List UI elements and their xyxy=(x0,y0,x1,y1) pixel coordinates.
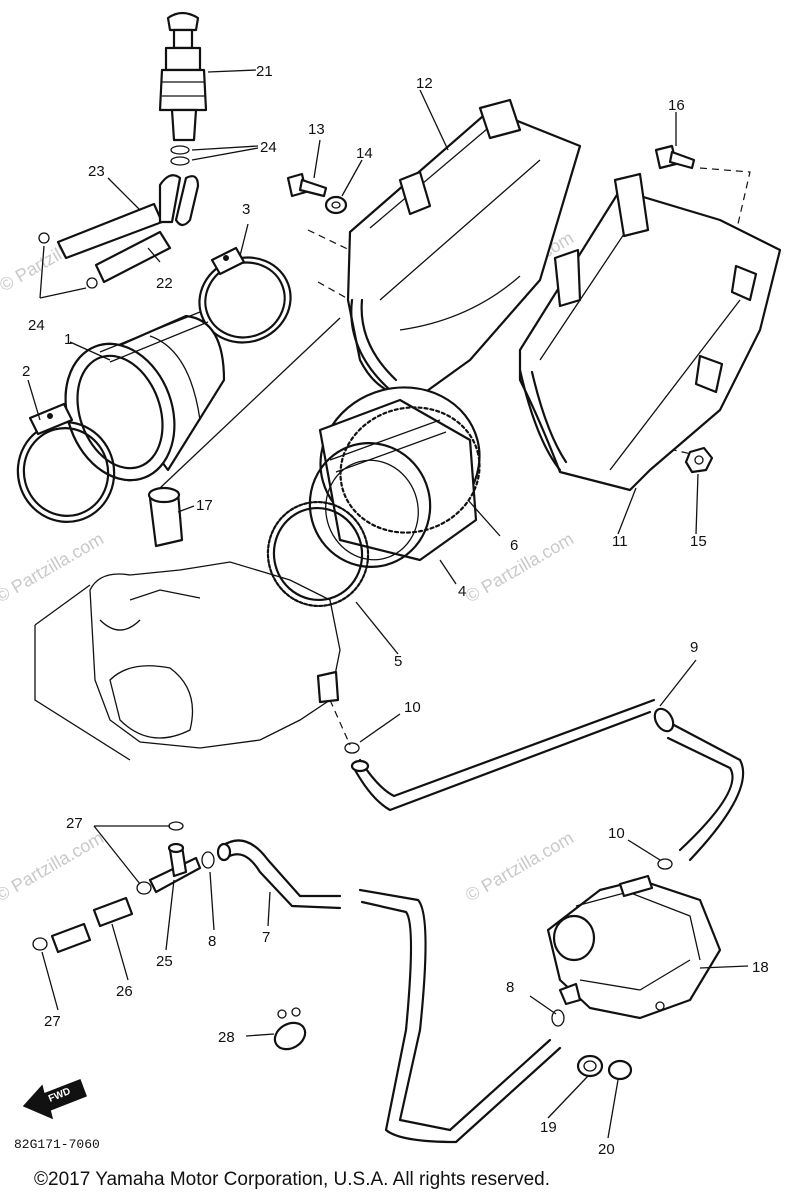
diagram-code: 82G171-7060 xyxy=(14,1137,100,1152)
callout-1: 1 xyxy=(64,331,72,348)
callout-8: 8 xyxy=(506,979,514,996)
part-18-fuel-pump xyxy=(546,874,722,1020)
callout-5: 5 xyxy=(394,653,402,670)
part-5-seal-ring xyxy=(266,500,370,608)
callout-3: 3 xyxy=(242,201,250,218)
callout-27: 27 xyxy=(44,1013,61,1030)
part-9-hose xyxy=(350,698,745,862)
part-26-hose xyxy=(50,896,134,954)
callout-6: 6 xyxy=(510,537,518,554)
forward-arrow-icon: FWD xyxy=(22,1079,87,1120)
callout-labels: 21 24 23 24 22 3 1 2 12 13 14 16 17 6 4 … xyxy=(22,63,769,1158)
callout-22: 22 xyxy=(156,275,173,292)
callout-24: 24 xyxy=(28,317,45,334)
callout-11: 11 xyxy=(612,533,628,550)
part-10-clip xyxy=(344,742,673,870)
callout-26: 26 xyxy=(116,983,133,1000)
part-13-bolt xyxy=(286,172,328,198)
part-24-clips xyxy=(38,145,190,289)
callout-23: 23 xyxy=(88,163,105,180)
watermark: © Partzilla.com xyxy=(0,827,107,905)
callout-25: 25 xyxy=(156,953,173,970)
part-16-bolt xyxy=(654,144,696,170)
part-14-washer xyxy=(324,195,348,215)
watermark: © Partzilla.com xyxy=(0,528,107,606)
part-21-valve xyxy=(158,11,208,142)
part-28-clamp xyxy=(273,1007,307,1051)
part-22-hose xyxy=(94,230,172,284)
callout-18: 18 xyxy=(752,959,769,976)
part-19-cap xyxy=(576,1054,604,1078)
copyright-notice: ©2017 Yamaha Motor Corporation, U.S.A. A… xyxy=(34,1169,550,1190)
part-1-joint xyxy=(64,311,226,482)
part-11-airbox-cover xyxy=(518,172,782,492)
callout-10: 10 xyxy=(404,699,421,716)
callout-17: 17 xyxy=(196,497,213,514)
callout-9: 9 xyxy=(690,639,698,656)
callout-2: 2 xyxy=(22,363,30,380)
callout-21: 21 xyxy=(256,63,273,80)
callout-19: 19 xyxy=(540,1119,557,1136)
part-3-clamp xyxy=(198,246,292,344)
callout-12: 12 xyxy=(416,75,433,92)
watermark: © Partzilla.com xyxy=(462,827,577,905)
part-25-joint xyxy=(148,842,202,894)
part-15-nut xyxy=(684,446,714,474)
callout-8: 8 xyxy=(208,933,216,950)
callout-13: 13 xyxy=(308,121,325,138)
part-8-clip xyxy=(201,851,565,1027)
callout-15: 15 xyxy=(690,533,707,550)
watermark: © Partzilla.com xyxy=(462,528,577,606)
callout-24: 24 xyxy=(260,139,277,156)
leader-lines xyxy=(27,69,749,1139)
callout-27: 27 xyxy=(66,815,83,832)
callout-4: 4 xyxy=(458,583,466,600)
callout-20: 20 xyxy=(598,1141,615,1158)
part-7-hose xyxy=(216,839,562,1144)
part-17-sleeve xyxy=(147,486,184,548)
engine-outline xyxy=(89,561,341,749)
part-2-clamp xyxy=(16,402,116,523)
part-6-air-boot xyxy=(308,386,481,568)
callout-10: 10 xyxy=(608,825,625,842)
callout-7: 7 xyxy=(262,929,270,946)
callout-14: 14 xyxy=(356,145,373,162)
callout-28: 28 xyxy=(218,1029,235,1046)
part-20-washer xyxy=(607,1059,633,1081)
callout-16: 16 xyxy=(668,97,685,114)
part-23-hose xyxy=(56,174,200,260)
